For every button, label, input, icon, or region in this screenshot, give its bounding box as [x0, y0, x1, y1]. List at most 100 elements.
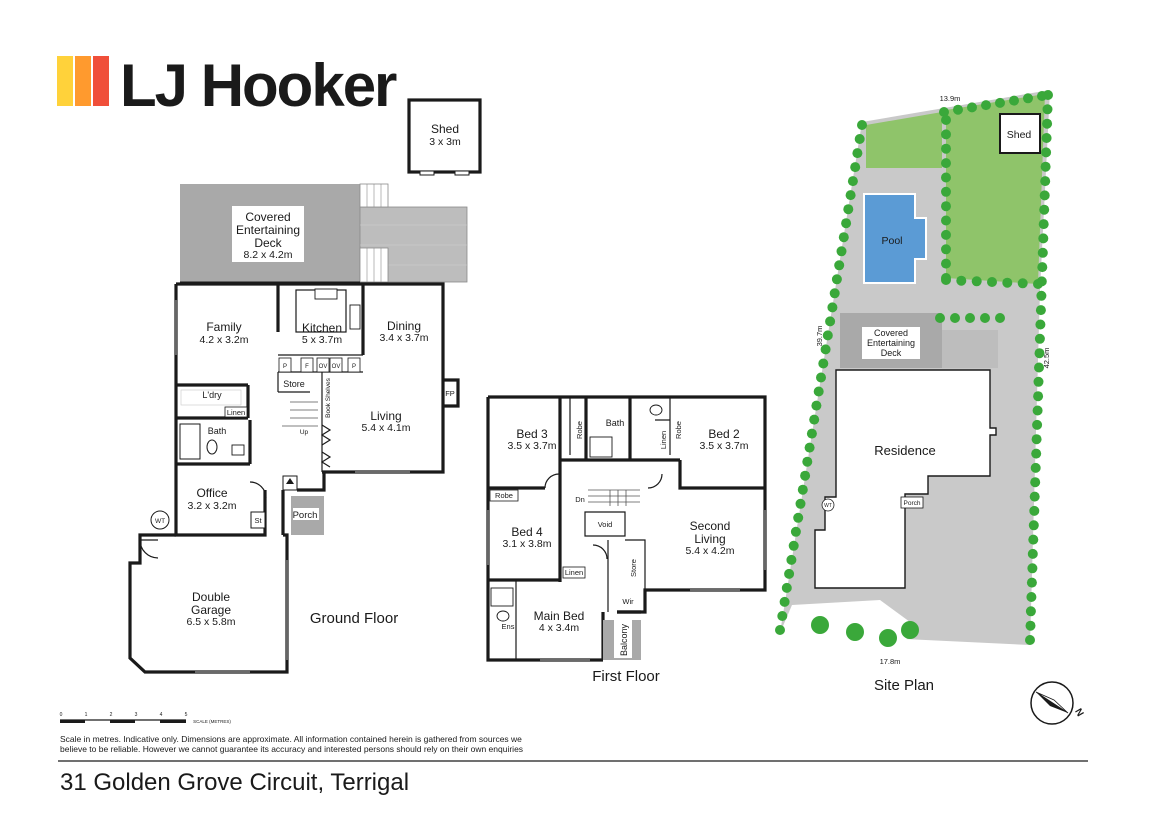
- gf-family-dim: 4.2 x 3.2m: [199, 334, 248, 346]
- hedge-tree-icon: [800, 470, 811, 481]
- hedge-tree-icon: [1026, 592, 1037, 602]
- hedge-tree-icon: [804, 442, 815, 453]
- hedge-tree-icon: [935, 313, 945, 323]
- hedge-tree-icon: [941, 275, 951, 285]
- property-address: 31 Golden Grove Circuit, Terrigal: [60, 769, 409, 796]
- ff-wir-label: Wir: [622, 597, 634, 606]
- gf-linen-label: Linen: [227, 408, 245, 417]
- hedge-tree-icon: [834, 260, 845, 271]
- ff-title: First Floor: [592, 668, 660, 685]
- gf-dining-dim: 3.4 x 3.7m: [379, 332, 428, 344]
- hedge-tree-icon: [1035, 305, 1046, 316]
- gf-oven2-label: OV: [332, 364, 341, 370]
- hedge-tree-icon: [852, 148, 863, 159]
- hedge-tree-icon: [1034, 362, 1044, 373]
- gf-store-label: Store: [283, 379, 305, 389]
- site-deck-side: [942, 330, 998, 368]
- hedge-tree-icon: [953, 104, 963, 115]
- hedge-tree-icon: [941, 229, 951, 240]
- gf-garage-l1: Double: [192, 590, 230, 604]
- hedge-tree-icon: [981, 100, 991, 111]
- ff-linen2-label: Linen: [565, 568, 583, 577]
- hedge-tree-icon: [1030, 477, 1041, 488]
- hedge-tree-icon: [967, 102, 977, 113]
- hedge-tree-icon: [841, 218, 852, 229]
- hedge-tree-icon: [939, 107, 949, 117]
- hedge-tree-icon: [811, 400, 822, 411]
- hedge-tree-icon: [1029, 505, 1040, 516]
- hedge-tree-icon: [777, 611, 788, 621]
- gf-oven1-label: OV: [319, 364, 328, 370]
- hedge-tree-icon: [1041, 147, 1052, 158]
- gf-shed-outline: [407, 98, 482, 174]
- hedge-tree-icon: [795, 498, 806, 509]
- hedge-tree-icon: [1028, 520, 1039, 531]
- hedge-tree-icon: [847, 176, 858, 187]
- hedge-tree-icon: [941, 143, 951, 154]
- hedge-tree-icon: [950, 313, 960, 323]
- hedge-tree-icon: [941, 215, 951, 226]
- hedge-tree-icon: [1023, 93, 1033, 104]
- gf-book-shelves-label: Book Shelves: [325, 377, 332, 417]
- gf-stair-up-label: Up: [300, 429, 309, 436]
- hedge-tree-icon: [1029, 491, 1040, 502]
- hedge-tree-icon: [836, 246, 847, 257]
- gf-office-dim: 3.2 x 3.2m: [187, 500, 236, 512]
- ff-robe3-label: Robe: [495, 491, 513, 500]
- site-dim-right: 42.5m: [1042, 348, 1051, 369]
- hedge-tree-icon: [818, 358, 829, 369]
- hedge-tree-icon: [788, 540, 799, 551]
- compass-north-label: N: [1072, 707, 1085, 719]
- hedge-tree-icon: [1039, 204, 1050, 215]
- scale-tick-label: 0: [60, 712, 63, 718]
- hedge-tree-icon: [1036, 290, 1047, 301]
- hedge-tree-icon: [825, 316, 836, 327]
- hedge-tree-icon: [843, 204, 854, 215]
- gf-deck-dim: 8.2 x 4.2m: [243, 249, 292, 261]
- gf-deck-l1: Covered: [245, 210, 290, 224]
- site-hedge-trees: [775, 90, 1053, 647]
- hedge-tree-icon: [831, 274, 842, 285]
- hedge-tree-icon: [1033, 391, 1044, 402]
- garden-tree-icon: [811, 616, 829, 634]
- ff-bed2-dim: 3.5 x 3.7m: [699, 440, 748, 452]
- logo-stripe-yellow: [57, 56, 73, 106]
- scale-tick-label: 4: [160, 712, 163, 718]
- ff-bed3-name: Bed 3: [516, 427, 548, 441]
- hedge-tree-icon: [1025, 620, 1036, 631]
- gf-fireplace-label: FP: [445, 389, 455, 398]
- site-dim-left: 39.7m: [815, 326, 824, 347]
- hedge-tree-icon: [1034, 333, 1045, 344]
- hedge-tree-icon: [1032, 405, 1043, 416]
- disclaimer-line1: Scale in metres. Indicative only. Dimens…: [60, 734, 522, 744]
- hedge-tree-icon: [1039, 190, 1050, 201]
- hedge-tree-icon: [775, 625, 785, 635]
- gf-deck-l2: Entertaining: [236, 223, 300, 237]
- hedge-tree-icon: [1038, 219, 1049, 230]
- site-deck-l2: Entertaining: [867, 338, 915, 348]
- ff-bed3-dim: 3.5 x 3.7m: [507, 440, 556, 452]
- ff-second-living-l1: Second: [690, 519, 731, 533]
- lj-hooker-logo: LJ Hooker: [57, 52, 399, 119]
- hedge-tree-icon: [1027, 563, 1038, 574]
- hedge-tree-icon: [827, 302, 838, 313]
- hedge-tree-icon: [1028, 534, 1039, 545]
- hedge-tree-icon: [784, 568, 795, 579]
- hedge-tree-icon: [941, 172, 951, 183]
- hedge-tree-icon: [1041, 133, 1052, 143]
- hedge-tree-icon: [779, 596, 790, 607]
- site-shed: [999, 113, 1041, 154]
- hedge-tree-icon: [971, 276, 982, 287]
- ff-main-bed-dim: 4 x 3.4m: [539, 622, 580, 634]
- hedge-tree-icon: [1031, 434, 1042, 445]
- hedge-tree-icon: [854, 134, 865, 144]
- site-plan: Pool Shed Covered Entertaining Deck Resi…: [775, 90, 1085, 725]
- disclaimer-line2: believe to be reliable. However we canno…: [60, 744, 523, 754]
- site-pool: [863, 193, 927, 284]
- ff-second-living-dim: 5.4 x 4.2m: [685, 545, 734, 557]
- logo-stripe-orange: [75, 56, 91, 106]
- garden-tree-icon: [879, 629, 897, 647]
- gf-family-name: Family: [206, 320, 241, 334]
- hedge-tree-icon: [941, 129, 951, 140]
